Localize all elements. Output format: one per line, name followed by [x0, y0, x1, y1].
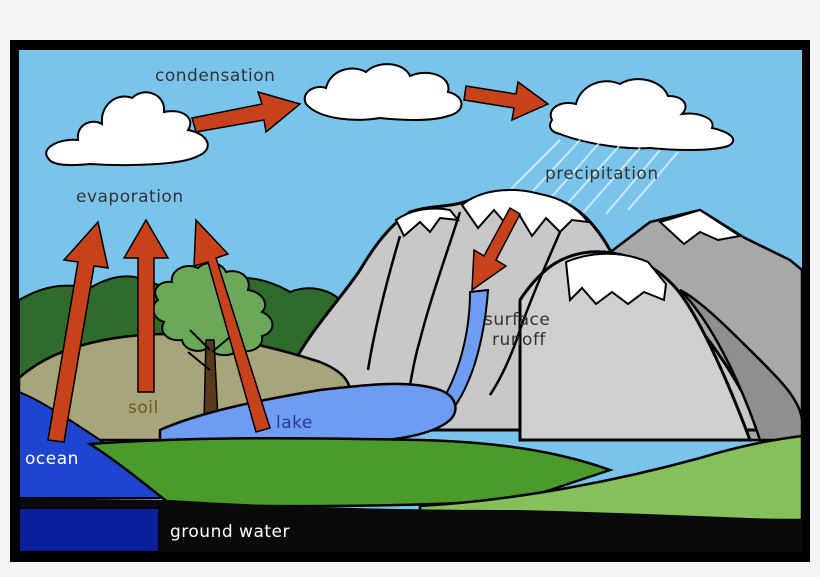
mountain-creases: [366, 211, 562, 396]
cloud-middle: [303, 63, 463, 121]
label-ocean: ocean: [25, 449, 79, 469]
arrow-ocean-evaporation: [47, 220, 109, 443]
mountain-front-right: [518, 250, 753, 442]
arrow-evaporation-to-condensation: [191, 90, 302, 134]
arrow-soil-evaporation: [122, 218, 170, 393]
arrows: [47, 80, 550, 443]
label-precipitation: precipitation: [545, 164, 659, 184]
label-lake: lake: [276, 413, 313, 433]
grass-light: [418, 434, 804, 522]
label-surface: surface: [484, 310, 550, 330]
label-evaporation: evaporation: [76, 187, 184, 207]
tree: [152, 262, 274, 421]
snow-cap-left: [394, 207, 461, 238]
cloud-left: [45, 91, 209, 167]
arrow-lake-evaporation: [193, 218, 271, 433]
label-ground-water: ground water: [170, 522, 290, 542]
snow-cap-far-right: [658, 208, 743, 246]
ground-water: [18, 507, 160, 553]
label-condensation: condensation: [155, 66, 275, 86]
mountain-right-shadow: [679, 288, 804, 442]
label-soil: soil: [128, 398, 159, 418]
arrow-precipitation-to-runoff: [471, 206, 521, 292]
snow-cap-center: [460, 189, 591, 238]
label-runoff: runoff: [492, 330, 546, 350]
snow-cap-right: [564, 252, 668, 306]
cloud-right: [549, 78, 735, 151]
arrow-condensation-to-precipitation: [463, 80, 550, 122]
bedrock: [19, 498, 802, 552]
